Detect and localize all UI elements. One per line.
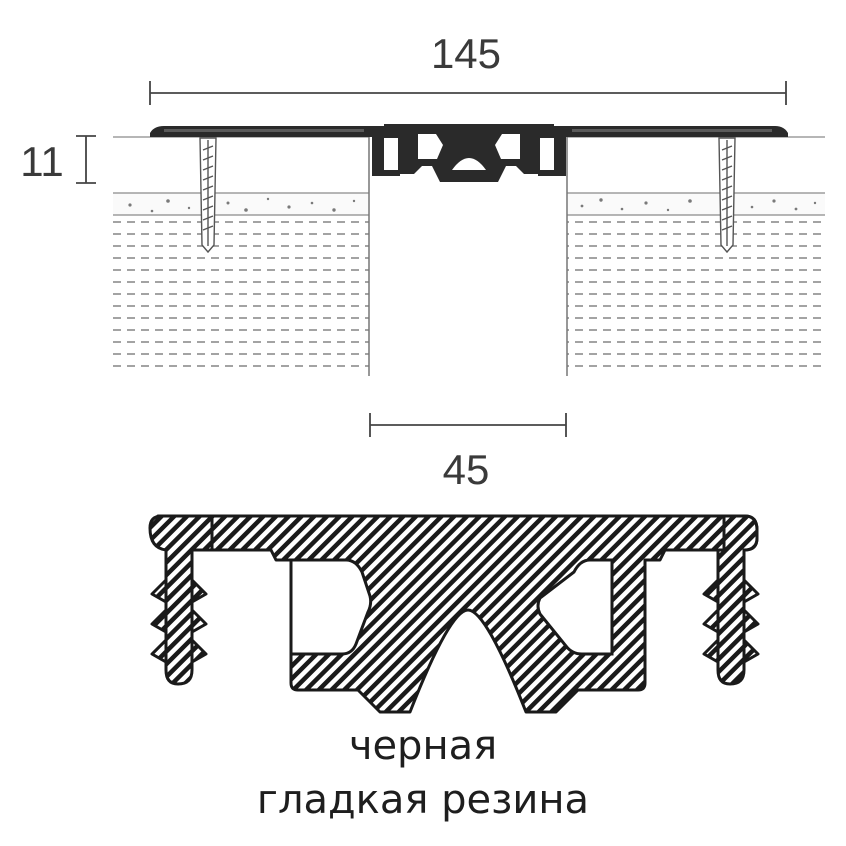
rubber-leg-left bbox=[148, 514, 214, 686]
rubber-barbs-left bbox=[150, 578, 208, 664]
substrate-right bbox=[567, 215, 825, 371]
rubber-profile-detail bbox=[148, 514, 760, 714]
flange-highlight-left bbox=[164, 129, 364, 132]
caption-rubber-color: черная bbox=[348, 723, 498, 769]
flange-highlight-right bbox=[572, 129, 772, 132]
caption-rubber-type: гладкая резина bbox=[256, 777, 590, 823]
cross-section-view bbox=[113, 124, 825, 376]
dimension-label-45: 45 bbox=[443, 446, 490, 493]
dimension-total-width bbox=[149, 81, 787, 105]
rubber-window-left bbox=[289, 558, 373, 656]
rubber-leg-right bbox=[716, 514, 759, 686]
substrate-left bbox=[113, 215, 369, 371]
joint-gap-walls bbox=[368, 137, 568, 376]
insert-window-right bbox=[495, 134, 520, 159]
profile-channel-left bbox=[372, 126, 400, 176]
insert-window-left bbox=[418, 134, 443, 159]
insert-center-arch bbox=[452, 158, 486, 170]
anchor-screw-left bbox=[199, 137, 217, 254]
anchor-screw-right bbox=[718, 137, 736, 254]
rubber-barbs-right bbox=[702, 578, 760, 664]
dimension-label-145: 145 bbox=[431, 30, 501, 77]
dimension-height bbox=[76, 135, 96, 184]
profile-channel-right bbox=[538, 126, 566, 176]
dimension-label-11: 11 bbox=[20, 138, 64, 185]
screed-layer bbox=[113, 193, 825, 215]
rubber-insert-small bbox=[384, 124, 554, 182]
rubber-window-right bbox=[536, 558, 614, 656]
dimension-gap-width bbox=[369, 413, 567, 437]
rubber-profile-body bbox=[156, 514, 759, 714]
